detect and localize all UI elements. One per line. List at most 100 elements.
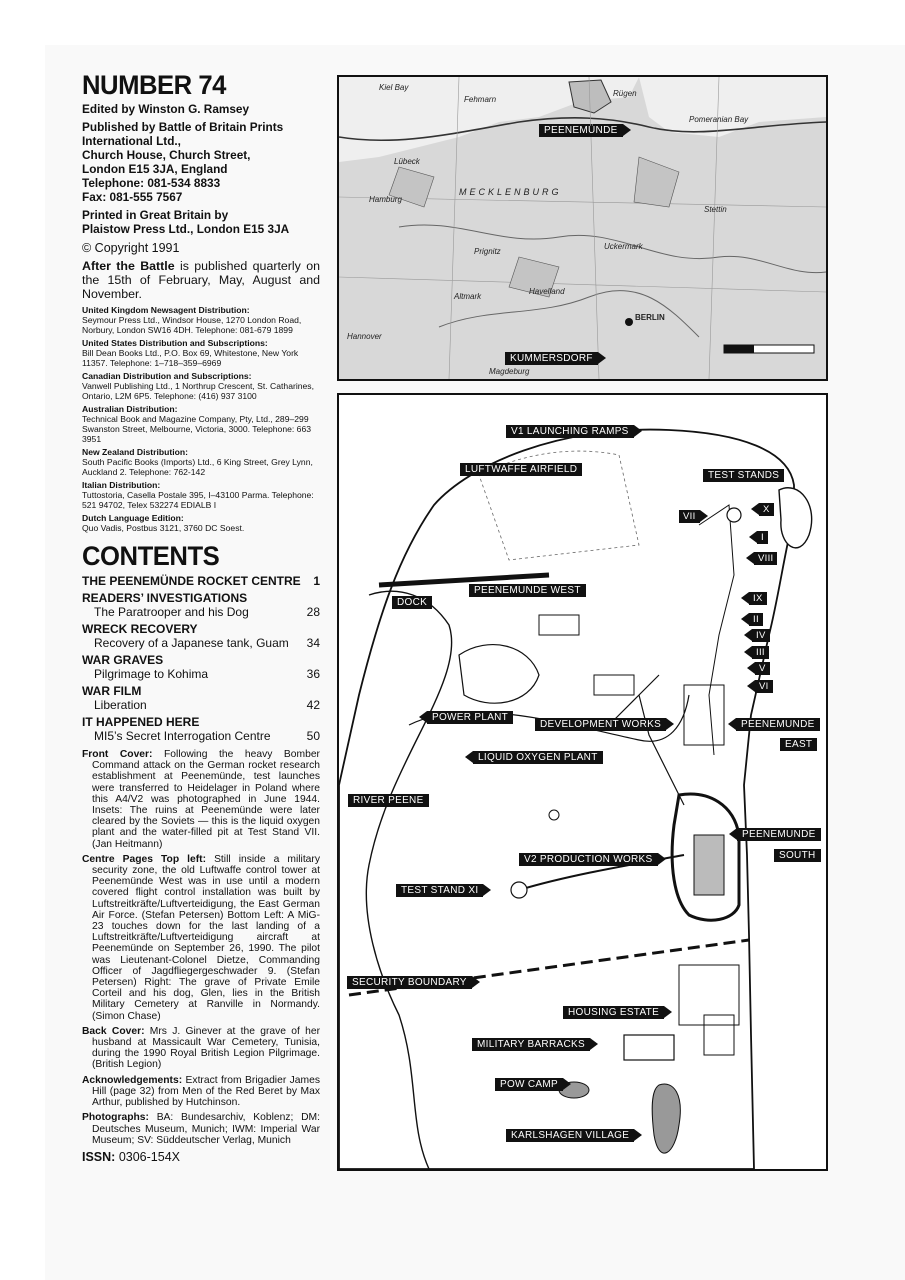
label-power-plant: POWER PLANT: [418, 711, 514, 724]
contents-item[interactable]: WAR GRAVES Pilgrimage to Kohima 36: [82, 653, 320, 681]
test-stand-xi-pit: [510, 881, 528, 899]
printer-block: Printed in Great Britain by Plaistow Pre…: [82, 208, 320, 236]
label-test-stand-viii: VIII: [745, 552, 778, 565]
site-ring: [548, 809, 560, 821]
distribution-entry: Dutch Language Edition:Quo Vadis, Postbu…: [82, 513, 320, 533]
distribution-entry: New Zealand Distribution:South Pacific B…: [82, 447, 320, 477]
west-blocks: [538, 614, 580, 636]
note-label: Photographs:: [82, 1112, 149, 1124]
label-kiel-bay: Kiel Bay: [379, 83, 409, 92]
distribution-entry: Australian Distribution:Technical Book a…: [82, 404, 320, 444]
contents-title: WAR GRAVES: [82, 653, 164, 667]
issn: ISSN: 0306-154X: [82, 1150, 320, 1164]
v2-hall: [693, 834, 725, 896]
runway: [378, 572, 550, 588]
label-prignitz: Prignitz: [474, 247, 501, 256]
label-mecklenburg: MECKLENBURG: [459, 187, 562, 197]
label-housing-estate: HOUSING ESTATE: [563, 1006, 673, 1019]
distribution-text: Quo Vadis, Postbus 3121, 3760 DC Soest.: [82, 523, 245, 533]
label-pow-camp: POW CAMP: [495, 1078, 571, 1091]
publisher-block: Published by Battle of Britain Prints In…: [82, 120, 320, 204]
contents-item[interactable]: WRECK RECOVERY Recovery of a Japanese ta…: [82, 622, 320, 650]
label-test-stand-ii: II: [741, 613, 763, 626]
note-text: Mrs J. Ginever at the grave of her husba…: [92, 1025, 320, 1071]
river-line: [438, 290, 700, 338]
label-security-boundary: SECURITY BOUNDARY: [347, 976, 480, 989]
contents-item[interactable]: IT HAPPENED HERE MI5’s Secret Interrogat…: [82, 715, 320, 743]
label-test-stand-vii: VII: [679, 510, 707, 523]
label-peenemunde: PEENEMÜNDE: [539, 124, 631, 137]
note-label: Front Cover:: [82, 749, 153, 760]
label-lubeck: Lübeck: [394, 157, 420, 166]
contents-subtitle: Recovery of a Japanese tank, Guam: [94, 636, 289, 650]
distribution-title: Australian Distribution:: [82, 404, 178, 414]
masthead-column: NUMBER 74 Edited by Winston G. Ramsey Pu…: [82, 70, 320, 1164]
note-front-cover: Front Cover: Following the heavy Bomber …: [82, 749, 320, 850]
grid-lines: [339, 77, 826, 379]
distribution-title: Italian Distribution:: [82, 480, 161, 490]
railway: [608, 674, 685, 806]
label-luftwaffe-airfield: LUFTWAFFE AIRFIELD: [460, 463, 583, 476]
label-v2-production-works: V2 PRODUCTION WORKS: [519, 853, 665, 866]
note-back-cover: Back Cover: Mrs J. Ginever at the grave …: [82, 1026, 320, 1071]
note-text: Still inside a military security zone, t…: [92, 853, 320, 1022]
barracks-blocks: [623, 1034, 675, 1061]
karlshagen-area: [651, 1083, 681, 1154]
distribution-title: Dutch Language Edition:: [82, 513, 184, 523]
distribution-text: Technical Book and Magazine Company, Pty…: [82, 414, 312, 444]
contents-page: 36: [306, 667, 320, 681]
label-development-works: DEVELOPMENT WORKS: [535, 718, 675, 731]
river-line: [398, 224, 826, 274]
test-stand-vii-arena: [726, 507, 742, 523]
label-pomeranian-bay: Pomeranian Bay: [689, 115, 749, 124]
development-works-blocks: [683, 684, 725, 746]
distribution-entry: Italian Distribution:Tuttostoria, Casell…: [82, 480, 320, 510]
label-peenemunde-south: PEENEMUNDE: [729, 828, 821, 841]
label-dock: DOCK: [392, 596, 433, 609]
distribution-entry: United Kingdom Newsagent Distribution:Se…: [82, 305, 320, 335]
distribution-entry: United States Distribution and Subscript…: [82, 338, 320, 368]
coastline: [339, 117, 826, 142]
note-label: Acknowledgements:: [82, 1074, 183, 1086]
magazine-title: After the Battle: [82, 259, 175, 273]
distribution-title: New Zealand Distribution:: [82, 447, 188, 457]
note-text: Extract from Brigadier James Hill (page …: [92, 1074, 320, 1109]
distribution-text: South Pacific Books (Imports) Ltd., 6 Ki…: [82, 457, 313, 477]
distribution-text: Seymour Press Ltd., Windsor House, 1270 …: [82, 315, 302, 335]
region-map: PEENEMÜNDE KUMMERSDORF BERLIN Rügen Pome…: [337, 75, 828, 381]
contents-page: 1: [313, 574, 320, 588]
berlin-marker: [625, 318, 633, 326]
publisher-line: London E15 3JA, England: [82, 162, 228, 176]
contents-subtitle: Pilgrimage to Kohima: [94, 667, 209, 681]
region-map-graphic: [339, 77, 826, 379]
label-kummersdorf: KUMMERSDORF: [505, 352, 606, 365]
housing-estate-blocks: [678, 964, 740, 1026]
label-peenemunde-west: PEENEMUNDE WEST: [469, 584, 586, 597]
barracks-blocks: [703, 1014, 735, 1056]
note-text: BA: Bundesarchiv, Koblenz; DM: Deutsches…: [92, 1112, 320, 1146]
river-peene-bank: [365, 590, 453, 1169]
security-boundary-line: [348, 938, 750, 997]
note-photographs: Photographs: BA: Bundesarchiv, Koblenz; …: [82, 1112, 320, 1146]
terrain-patch: [388, 156, 680, 298]
distribution-text: Vanwell Publishing Ltd., 1 Northrup Cres…: [82, 381, 314, 401]
label-test-stand-x: X: [751, 503, 774, 516]
publisher-line: Telephone: 081-534 8833: [82, 176, 221, 190]
power-plant-block: [593, 674, 635, 696]
contents-item[interactable]: READERS’ INVESTIGATIONS The Paratrooper …: [82, 591, 320, 619]
baltic-sea: [339, 77, 639, 162]
publisher-line: Published by Battle of Britain Prints: [82, 120, 284, 134]
issue-number: NUMBER 74: [82, 70, 226, 100]
lake: [458, 644, 540, 704]
issn-value: 0306-154X: [115, 1149, 180, 1164]
printer-line: Plaistow Press Ltd., London E15 3JA: [82, 222, 290, 236]
contents-page: 34: [306, 636, 320, 650]
label-test-stand-xi: TEST STAND XI: [396, 884, 492, 897]
label-peenemunde-east-2: EAST: [780, 738, 818, 751]
label-rugen: Rügen: [613, 89, 637, 98]
label-hamburg: Hamburg: [369, 195, 402, 204]
contents-title: WAR FILM: [82, 684, 142, 698]
